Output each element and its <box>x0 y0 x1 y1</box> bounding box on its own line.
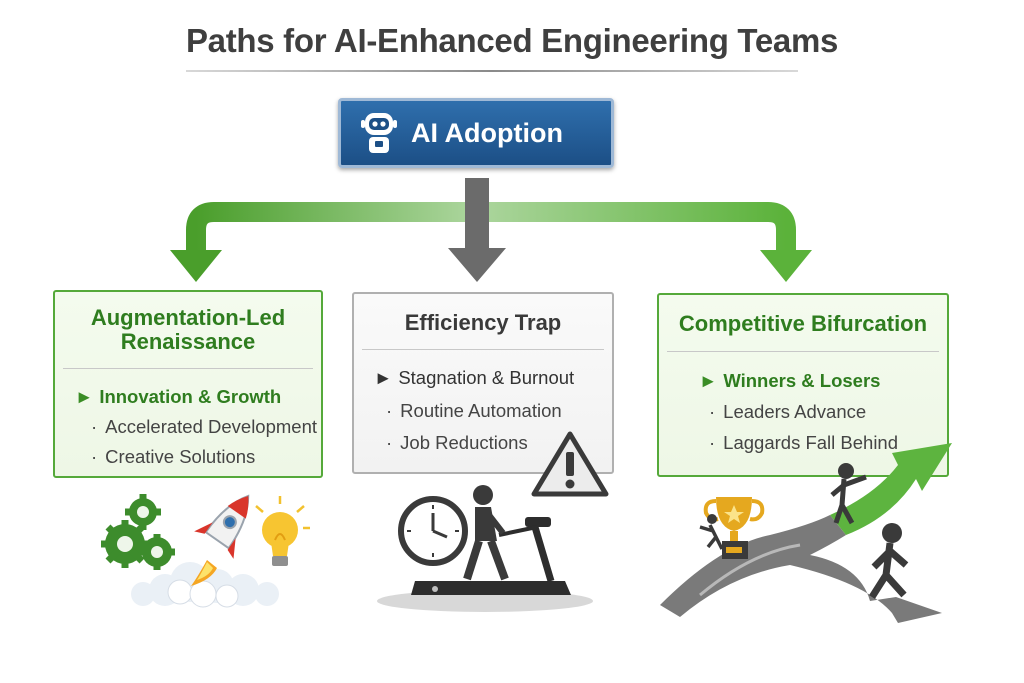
list-item: ·Creative Solutions <box>91 446 256 467</box>
bullet-text: Routine Automation <box>400 400 562 421</box>
left-connector <box>186 202 465 252</box>
card-divider <box>362 349 604 350</box>
center-connector <box>465 178 489 250</box>
path-card-augmentation: Augmentation-Led Renaissance ►Innovation… <box>53 290 323 478</box>
play-arrow-icon: ► <box>699 370 718 391</box>
list-item: ·Leaders Advance <box>709 401 867 422</box>
bullet-text: Creative Solutions <box>105 446 256 467</box>
path-subheading: ►Stagnation & Burnout <box>374 367 574 389</box>
center-arrow-icon <box>448 248 506 282</box>
right-arrow-icon <box>760 250 812 282</box>
gears-rocket-lightbulb-icon <box>101 494 310 608</box>
path-title: Augmentation-Led Renaissance <box>55 305 321 355</box>
play-arrow-icon: ► <box>75 386 94 407</box>
play-arrow-icon: ► <box>374 367 393 388</box>
bullet-text: Leaders Advance <box>723 401 867 422</box>
path-title-line1: Augmentation-Led <box>90 305 286 330</box>
list-item: ·Job Reductions <box>386 432 528 453</box>
ai-adoption-label: AI Adoption <box>411 117 563 148</box>
path-title: Competitive Bifurcation <box>678 311 928 336</box>
ai-adoption-node: AI Adoption <box>338 98 614 168</box>
path-subheading: ►Winners & Losers <box>699 370 880 392</box>
trophy-diverging-paths-icon <box>660 443 952 623</box>
warning-icon <box>531 431 609 497</box>
path-title-line2: Renaissance <box>120 329 256 355</box>
right-connector <box>489 202 796 252</box>
page-title: Paths for AI-Enhanced Engineering Teams <box>185 22 839 59</box>
path-title: Efficiency Trap <box>404 310 562 335</box>
left-arrow-icon <box>170 250 222 282</box>
card-divider <box>667 351 939 352</box>
card-divider <box>63 368 313 369</box>
bullet-text: Accelerated Development <box>105 416 318 437</box>
list-item: ·Laggards Fall Behind <box>709 432 899 453</box>
bullet-text: Job Reductions <box>400 432 528 453</box>
list-item: ·Accelerated Development <box>91 416 318 437</box>
bullet-text: Laggards Fall Behind <box>723 432 899 453</box>
subheading-text: Winners & Losers <box>723 370 881 391</box>
path-card-bifurcation: Competitive Bifurcation ►Winners & Loser… <box>657 293 949 477</box>
title-divider <box>186 70 798 72</box>
list-item: ·Routine Automation <box>386 400 562 421</box>
subheading-text: Stagnation & Burnout <box>398 367 575 388</box>
subheading-text: Innovation & Growth <box>99 386 282 407</box>
clock-treadmill-icon <box>377 485 593 612</box>
path-subheading: ►Innovation & Growth <box>75 386 281 408</box>
robot-icon <box>361 113 397 153</box>
